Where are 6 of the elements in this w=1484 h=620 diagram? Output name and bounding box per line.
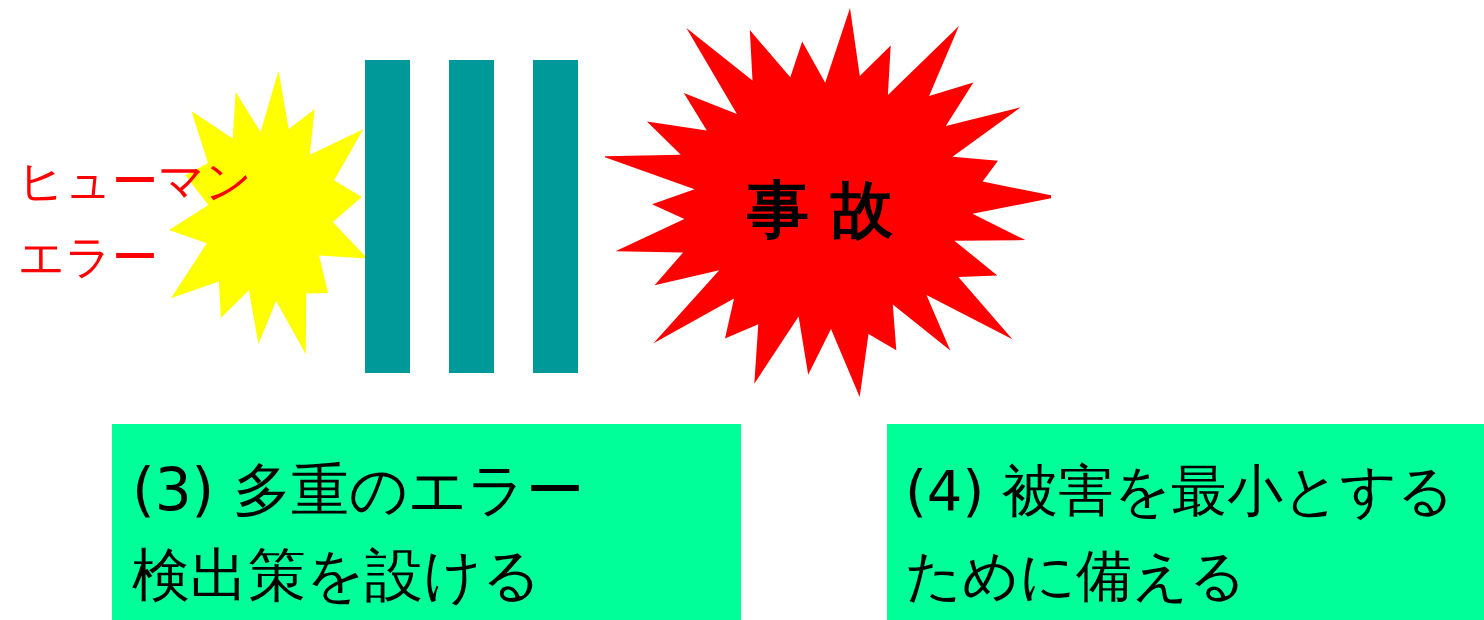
barrier-bar <box>449 60 494 373</box>
measure-box: (3) 多重のエラー検出策を設ける <box>112 424 741 620</box>
measure-box: (4) 被害を最小とするために備える <box>887 424 1484 620</box>
barrier-bar <box>533 60 578 373</box>
accident-label: 事 故 <box>746 172 894 248</box>
barrier-bar <box>365 60 410 373</box>
